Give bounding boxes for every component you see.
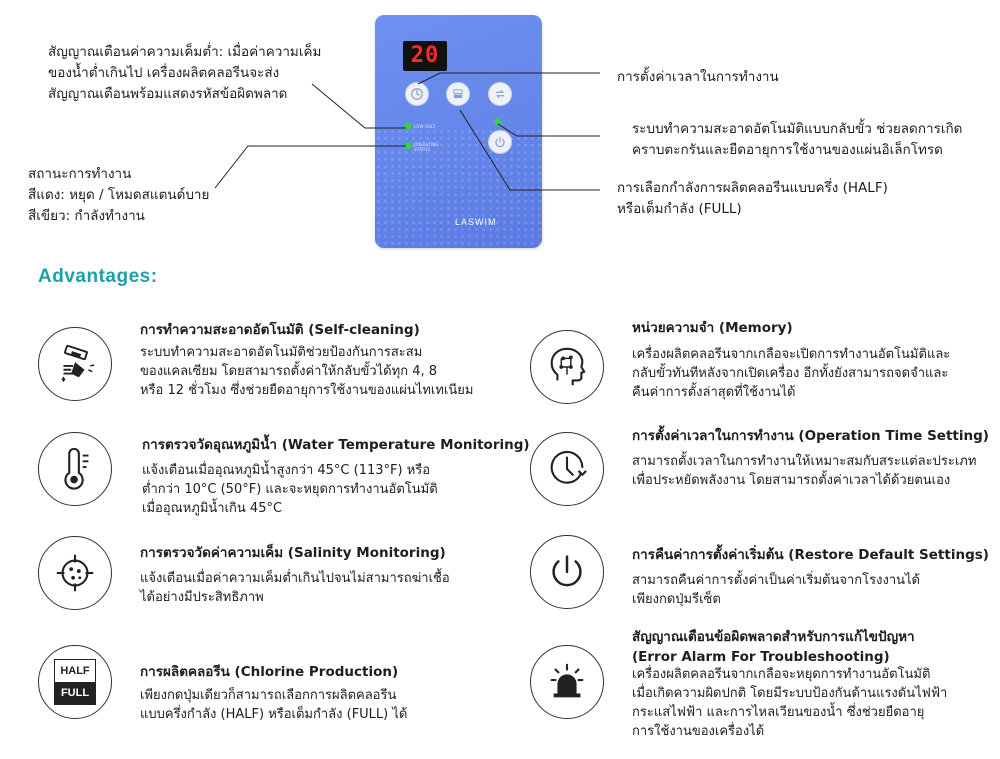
feature-desc-restore: สามารถคืนค่าการตั้งค่าเป็นค่าเริ่มต้นจาก…	[632, 573, 920, 607]
feature-title-temperature: การตรวจวัดอุณหภูมิน้ำ (Water Temperature…	[142, 437, 530, 453]
clock-icon	[411, 88, 423, 100]
callout-low-salt: สัญญาณเตือนค่าความเค็มต่ำ: เมื่อค่าความเ…	[48, 44, 322, 102]
advantages-heading: Advantages:	[38, 266, 158, 287]
half-full-button[interactable]	[446, 82, 470, 106]
feature-title-operation-time: การตั้งค่าเวลาในการทำงาน (Operation Time…	[632, 428, 989, 444]
feature-desc-error-alarm: เครื่องผลิตคลอรีนจากเกลือจะหยุดการทำงานอ…	[632, 667, 948, 739]
feature-title-chlorine: การผลิตคลอรีน (Chlorine Production)	[140, 664, 399, 680]
brain-icon	[530, 330, 604, 404]
alarm-light-icon	[530, 645, 604, 719]
reverse-polarity-button[interactable]	[488, 82, 512, 106]
clock-icon	[530, 432, 604, 506]
led-display: 20	[403, 41, 447, 71]
half-label: HALF	[60, 665, 90, 677]
callout-half-full: การเลือกกำลังการผลิตคลอรีนแบบครึ่ง (HALF…	[617, 180, 888, 217]
feature-title-restore: การคืนค่าการตั้งค่าเริ่มต้น (Restore Def…	[632, 547, 989, 563]
power-icon	[530, 535, 604, 609]
low-salt-led	[405, 123, 411, 129]
callout-time: การตั้งค่าเวลาในการทำงาน	[617, 69, 779, 85]
feature-title-error-alarm: สัญญาณเตือนข้อผิดพลาดสำหรับการแก้ไขปัญหา…	[632, 629, 915, 665]
brand-logo: LASWIM	[455, 217, 497, 227]
callout-reverse: ระบบทำความสะอาดอัตโนมัติแบบกลับขั้ว ช่วย…	[632, 121, 963, 158]
full-label: FULL	[55, 682, 95, 704]
feature-title-memory: หน่วยความจำ (Memory)	[632, 320, 793, 336]
feature-title-self-cleaning: การทำความสะอาดอัตโนมัติ (Self-cleaning)	[140, 322, 420, 338]
feature-desc-self-cleaning: ระบบทำความสะอาดอัตโนมัติช่วยป้องกันการสะ…	[140, 345, 474, 398]
swap-arrows-icon	[495, 89, 505, 99]
feature-title-salinity: การตรวจวัดค่าความเค็ม (Salinity Monitori…	[140, 545, 446, 561]
leader-time	[417, 72, 600, 85]
reverse-led	[495, 119, 501, 125]
leader-reverse	[497, 123, 600, 137]
status-label: OPERATING STATUS	[414, 142, 439, 152]
feature-desc-chlorine: เพียงกดปุ่มเดียวก็สามารถเลือกการผลิตคลอร…	[140, 688, 408, 722]
callout-status: สถานะการทำงาน สีแดง: หยุด / โหมดสแตนด์บา…	[28, 166, 210, 224]
status-led	[405, 143, 411, 149]
thermometer-icon	[38, 432, 112, 506]
leader-status	[214, 145, 406, 189]
power-button[interactable]	[488, 130, 512, 154]
control-panel: 20 LOW SALT OPERATING STATUS LASWIM	[375, 15, 542, 248]
panel-pattern	[375, 128, 542, 248]
low-salt-label: LOW SALT	[414, 124, 436, 129]
leader-half-full	[459, 109, 600, 191]
half-full-icon: HALF FULL	[38, 645, 112, 719]
feature-desc-operation-time: สามารถตั้งเวลาในการทำงานให้เหมาะสมกับสระ…	[632, 454, 977, 488]
half-full-icon	[453, 89, 463, 99]
target-icon	[38, 536, 112, 610]
feature-desc-memory: เครื่องผลิตคลอรีนจากเกลือจะเปิดการทำงานอ…	[632, 347, 951, 400]
power-icon	[495, 136, 505, 148]
feature-desc-temperature: แจ้งเตือนเมื่ออุณหภูมิน้ำสูงกว่า 45°C (1…	[142, 463, 438, 516]
time-button[interactable]	[405, 82, 429, 106]
leader-low-salt	[311, 83, 406, 129]
feature-desc-salinity: แจ้งเตือนเมื่อค่าความเค็มต่ำเกินไปจนไม่ส…	[140, 571, 450, 605]
self-cleaning-icon	[38, 327, 112, 401]
